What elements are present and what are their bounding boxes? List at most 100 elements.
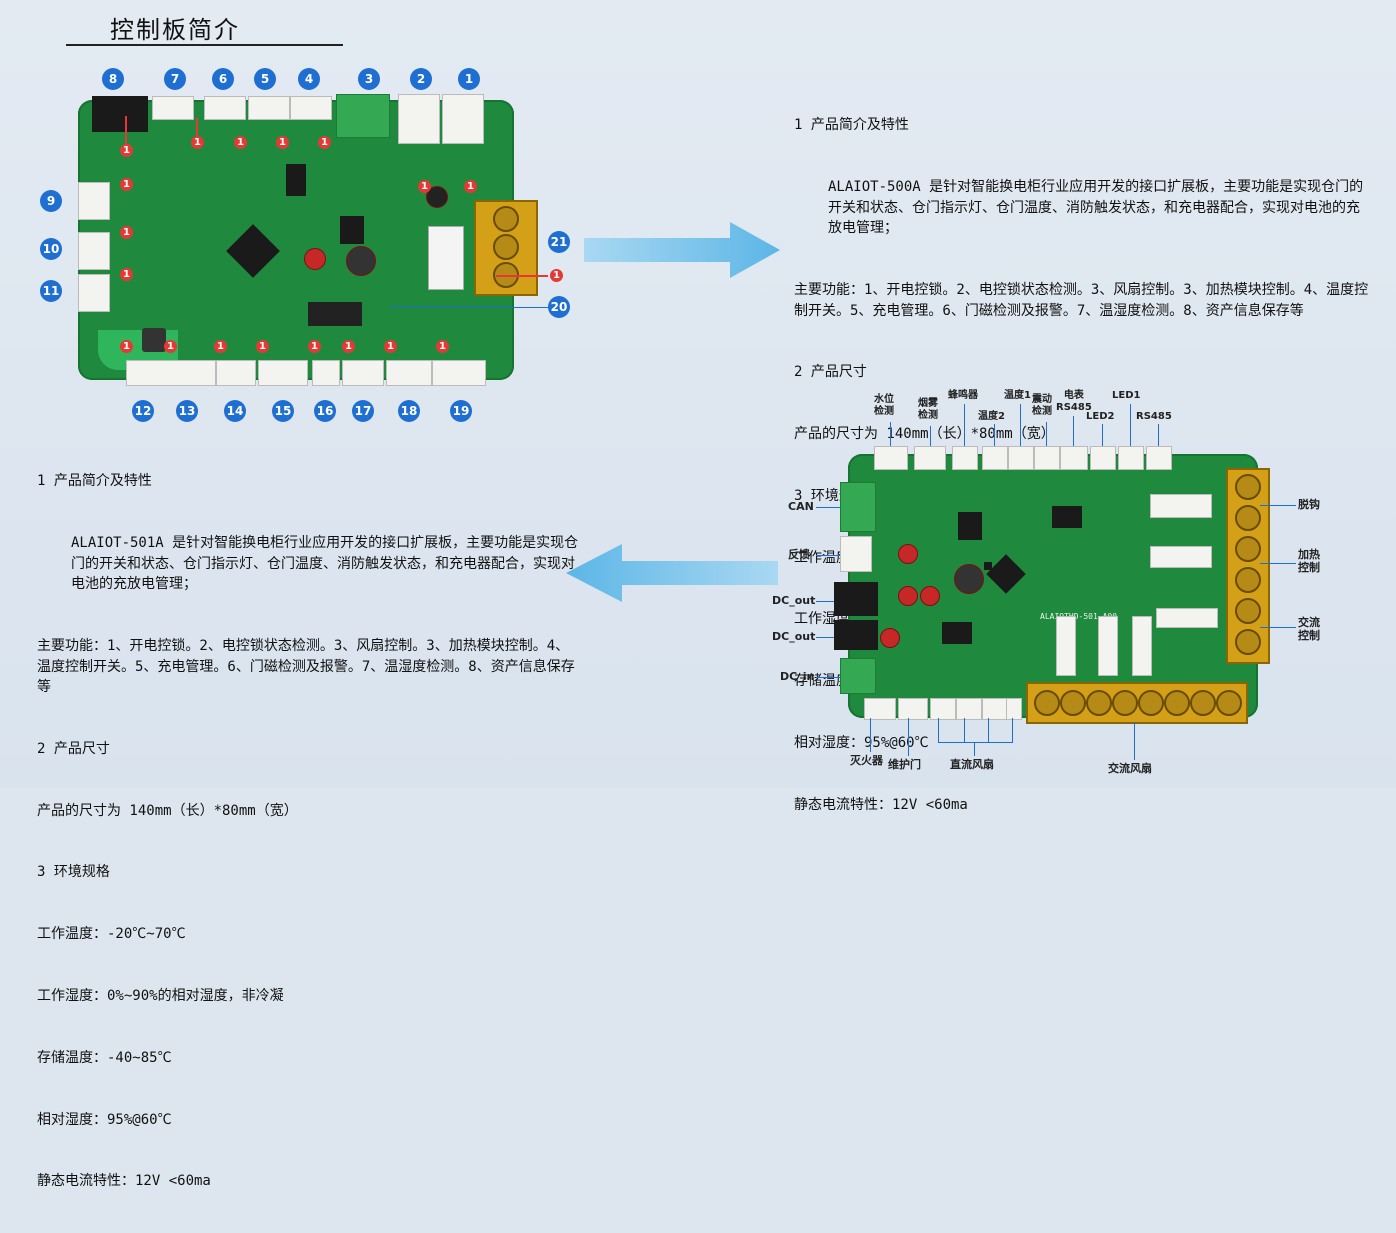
marker-4: 1: [318, 136, 331, 149]
leader-fan-d: [1012, 718, 1013, 742]
badge-20: 20: [548, 296, 570, 318]
spec-500a-env-4: 相对湿度：95%@60℃: [794, 735, 929, 751]
conn-temp1: [1008, 446, 1034, 470]
leader-temp1: [1020, 404, 1021, 446]
badge-9: 9: [40, 190, 62, 212]
leader-water: [890, 422, 891, 446]
connector-6: [204, 96, 246, 120]
connector-11: [78, 274, 110, 312]
terminal-block-21: [474, 200, 538, 296]
leader-ac: [1260, 627, 1296, 628]
screw-b2: [1060, 690, 1086, 716]
marker-17: 1: [342, 340, 355, 353]
leader-door: [908, 718, 909, 756]
spec-501a-env-4: 相对湿度：95%@60℃: [37, 1111, 172, 1128]
conn-door: [898, 698, 928, 720]
connector-4: [290, 96, 332, 120]
screw-r4: [1235, 567, 1261, 593]
badge-1: 1: [458, 68, 480, 90]
conn-led1: [1118, 446, 1144, 470]
connector-18: [386, 360, 432, 386]
marker-12: 1: [120, 340, 133, 353]
marker-14: 1: [214, 340, 227, 353]
conn-dcout-1: [834, 582, 878, 616]
conn-led2: [1090, 446, 1116, 470]
conn-temp2: [982, 446, 1008, 470]
label-led1: LED1: [1112, 390, 1141, 401]
marker-6: 1: [234, 136, 247, 149]
label-ac: 交流 控制: [1298, 616, 1320, 642]
spec-500a: 1 产品简介及特性 ALAIOT-500A 是针对智能换电柜行业应用开发的接口扩…: [794, 74, 1370, 857]
conn-smoke: [914, 446, 946, 470]
ic-b: [1052, 506, 1082, 528]
label-buzzer: 蜂鸣器: [948, 390, 978, 401]
arrow-left-icon: [566, 544, 778, 602]
marker-line-21: [496, 275, 548, 277]
capacitor-1: [304, 248, 326, 270]
cap-d: [880, 628, 900, 648]
title-underline: [66, 44, 343, 46]
badge-15: 15: [272, 400, 294, 422]
connector-12-13: [126, 360, 216, 386]
silkscreen: ALAIOTHD-501-A00: [1040, 612, 1118, 621]
marker-19: 1: [436, 340, 449, 353]
badge-18: 18: [398, 400, 420, 422]
ic-2: [340, 216, 364, 244]
relay-1: [1150, 494, 1212, 518]
spec-501a-heading-1: 1 产品简介及特性: [37, 473, 152, 490]
connector-2: [398, 94, 440, 144]
screw-b6: [1164, 690, 1190, 716]
marker-11: 1: [120, 268, 133, 281]
leader-unhook: [1260, 505, 1296, 506]
badge-21: 21: [548, 231, 570, 253]
marker-2: 1: [418, 180, 431, 193]
dc-jack: [92, 96, 148, 132]
badge-5: 5: [254, 68, 276, 90]
leader-led1: [1130, 404, 1131, 446]
spec-501a-env-1: 工作温度：-20℃~70℃: [37, 926, 186, 943]
marker-21: 1: [550, 269, 563, 282]
connector-14: [216, 360, 256, 386]
badge-11: 11: [40, 280, 62, 302]
label-meter: 电表 RS485: [1056, 390, 1092, 413]
spec-501a-size: 产品的尺寸为 140mm（长）*80mm（宽）: [37, 802, 298, 819]
inductor-2: [954, 564, 984, 594]
conn-fire: [864, 698, 896, 720]
ic-1: [286, 164, 306, 196]
badge-14: 14: [224, 400, 246, 422]
terminal-bottom: [1026, 682, 1248, 724]
label-water: 水位 检测: [874, 394, 894, 417]
conn-fan2: [956, 698, 982, 720]
badge-8: 8: [102, 68, 124, 90]
screw-r5: [1235, 598, 1261, 624]
connector-9: [78, 182, 110, 220]
badge-17: 17: [352, 400, 374, 422]
conn-meter: [1060, 446, 1088, 470]
badge-16: 16: [314, 400, 336, 422]
connector-1: [442, 94, 484, 144]
spec-500a-heading-1: 1 产品简介及特性: [794, 117, 909, 134]
conn-dcout-2: [834, 620, 878, 650]
marker-7: 1: [191, 136, 204, 149]
leader-fan-c: [988, 718, 989, 742]
label-shake: 震动 检测: [1032, 394, 1052, 417]
conn-dcin: [840, 658, 876, 694]
label-dcin: DC_in: [780, 670, 815, 683]
ic-c: [984, 562, 992, 570]
badge-10: 10: [40, 238, 62, 260]
dip-switch: [308, 302, 362, 326]
spec-501a-env-3: 存储温度：-40~85℃: [37, 1049, 172, 1066]
screw-b8: [1216, 690, 1242, 716]
badge-7: 7: [164, 68, 186, 90]
leader-dcout-2: [816, 637, 834, 638]
connector-3: [336, 94, 390, 138]
label-dcfan: 直流风扇: [950, 758, 994, 771]
screw-b5: [1138, 690, 1164, 716]
leader-buzzer: [964, 404, 965, 446]
label-fire: 灭火器: [850, 754, 883, 767]
badge-19: 19: [450, 400, 472, 422]
leader-dcout-1: [816, 601, 834, 602]
screw-r1: [1235, 474, 1261, 500]
screw-r3: [1235, 536, 1261, 562]
reset-button: [142, 328, 166, 352]
